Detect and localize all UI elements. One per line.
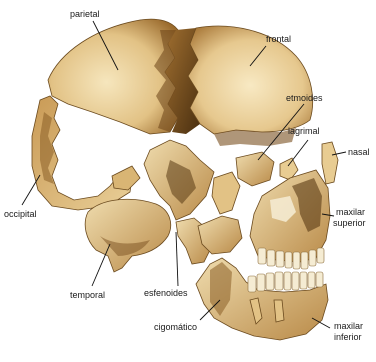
label-parietal: parietal xyxy=(70,9,100,19)
leader-esfenoides xyxy=(176,232,178,286)
parietal-bone xyxy=(48,19,178,134)
leader-occipital xyxy=(22,175,40,205)
tooth-root-fragment xyxy=(274,300,284,322)
vomer-bone xyxy=(212,172,240,214)
label-cigomatico: cigomático xyxy=(154,322,197,332)
frontal-bone xyxy=(188,26,313,134)
temporal-bone xyxy=(85,199,171,272)
label-etmoides: etmoides xyxy=(286,93,323,103)
nasal-bone xyxy=(322,142,338,184)
label-occipital: occipital xyxy=(4,209,37,219)
label-maxilar-superior-line2: superior xyxy=(333,218,366,228)
ethmoid-bone xyxy=(236,152,274,186)
leader-lagrimal xyxy=(288,140,308,166)
label-frontal: frontal xyxy=(266,34,291,44)
label-temporal: temporal xyxy=(70,290,105,300)
label-maxilar-inferior-line2: inferior xyxy=(334,332,362,342)
label-nasal: nasal xyxy=(348,147,370,157)
label-maxilar-inferior-line1: maxilar xyxy=(334,321,363,331)
label-maxilar-superior-line1: maxilar xyxy=(336,207,365,217)
fragment-bone xyxy=(112,166,140,190)
label-lagrimal: lagrimal xyxy=(288,126,320,136)
label-esfenoides: esfenoides xyxy=(144,288,188,298)
